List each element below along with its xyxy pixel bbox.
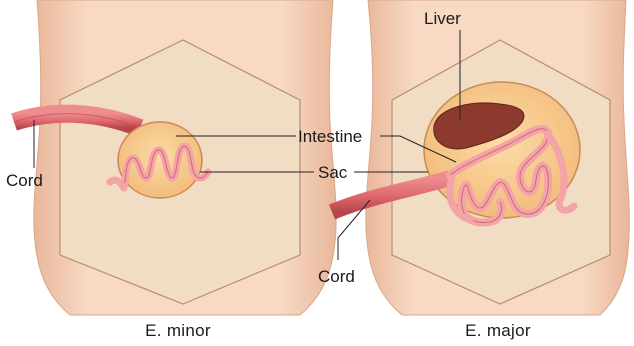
sac-label: Sac: [318, 163, 348, 182]
cord-label-minor: Cord: [6, 171, 43, 190]
caption-major: E. major: [465, 321, 531, 340]
panel-major: Liver Cord E. major: [318, 0, 629, 340]
liver-label: Liver: [424, 9, 461, 28]
intestine-label: Intestine: [298, 127, 362, 146]
caption-minor: E. minor: [145, 321, 211, 340]
panel-minor: Cord E. minor: [6, 0, 336, 340]
cord-label-major: Cord: [318, 267, 355, 286]
